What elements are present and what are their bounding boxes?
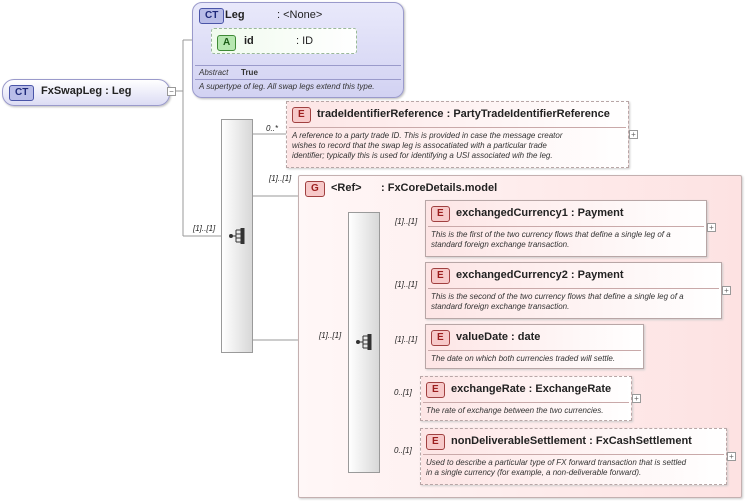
- base-type-type: : <None>: [277, 9, 323, 21]
- element-doc: The rate of exchange between the two cur…: [426, 406, 627, 416]
- cardinality: [1]..[1]: [395, 280, 418, 289]
- sequence-compositor[interactable]: [221, 119, 253, 353]
- element-name: valueDate : date: [456, 331, 541, 343]
- element-exchange-rate[interactable]: E exchangeRate : ExchangeRate The rate o…: [420, 376, 632, 421]
- doc-line: standard foreign exchange transaction.: [431, 240, 570, 249]
- base-type-doc: A supertype of leg. All swap legs extend…: [199, 82, 375, 91]
- element-doc: A reference to a party trade ID. This is…: [292, 131, 624, 161]
- group-badge: G: [305, 181, 325, 197]
- doc-line: This is the second of the two currency f…: [431, 292, 684, 301]
- element-trade-identifier-reference[interactable]: E tradeIdentifierReference : PartyTradeI…: [286, 101, 629, 168]
- cardinality: 0..[1]: [394, 446, 412, 455]
- expand-toggle[interactable]: +: [722, 286, 731, 295]
- element-exchanged-currency-2[interactable]: E exchangedCurrency2 : Payment This is t…: [425, 262, 722, 319]
- cardinality: 0..*: [266, 124, 279, 133]
- element-badge: E: [426, 434, 445, 450]
- doc-line: wishes to record that the swap leg is as…: [292, 141, 547, 150]
- group-model: : FxCoreDetails.model: [381, 182, 498, 194]
- divider: [195, 79, 401, 80]
- doc-line: identifier; typically this is used for i…: [292, 151, 553, 160]
- cardinality: [1]..[1]: [269, 174, 292, 183]
- doc-line: A reference to a party trade ID. This is…: [292, 131, 563, 140]
- base-type-name: Leg: [225, 9, 245, 21]
- doc-line: The rate of exchange between the two cur…: [426, 406, 604, 415]
- element-non-deliverable-settlement[interactable]: E nonDeliverableSettlement : FxCashSettl…: [420, 428, 727, 485]
- expand-toggle[interactable]: +: [727, 452, 736, 461]
- cardinality: [1]..[1]: [395, 335, 418, 344]
- expand-toggle[interactable]: +: [629, 130, 638, 139]
- abstract-value: True: [241, 68, 258, 77]
- element-doc: This is the first of the two currency fl…: [431, 230, 702, 250]
- divider: [195, 65, 401, 66]
- element-name: exchangedCurrency1 : Payment: [456, 207, 624, 219]
- doc-line: Used to describe a particular type of FX…: [426, 458, 687, 467]
- element-name: exchangedCurrency2 : Payment: [456, 269, 624, 281]
- attribute-id[interactable]: A id : ID: [211, 28, 357, 54]
- sequence-compositor[interactable]: [348, 212, 380, 473]
- divider: [289, 127, 626, 128]
- expand-toggle[interactable]: +: [707, 223, 716, 232]
- divider: [428, 226, 704, 227]
- divider: [428, 288, 719, 289]
- element-badge: E: [431, 206, 450, 222]
- element-badge: E: [426, 382, 445, 398]
- element-name: nonDeliverableSettlement : FxCashSettlem…: [451, 435, 692, 447]
- collapse-toggle[interactable]: −: [167, 87, 176, 96]
- complex-type-badge: CT: [199, 8, 225, 24]
- element-name: exchangeRate : ExchangeRate: [451, 383, 612, 395]
- element-doc: This is the second of the two currency f…: [431, 292, 717, 312]
- cardinality: [1]..[1]: [193, 224, 216, 233]
- doc-line: in a single currency (for example, a non…: [426, 468, 642, 477]
- cardinality: 0..[1]: [394, 388, 412, 397]
- doc-line: standard foreign exchange transaction.: [431, 302, 570, 311]
- element-name: tradeIdentifierReference : PartyTradeIde…: [317, 108, 610, 120]
- sequence-icon: [356, 334, 372, 350]
- expand-toggle[interactable]: +: [632, 394, 641, 403]
- cardinality: [1]..[1]: [319, 331, 342, 340]
- element-badge: E: [292, 107, 311, 123]
- sequence-icon: [229, 228, 245, 244]
- attribute-badge: A: [217, 35, 237, 51]
- group-ref: <Ref>: [331, 182, 362, 194]
- base-type-leg[interactable]: CT Leg : <None> A id : ID Abstract True …: [192, 2, 404, 98]
- divider: [423, 454, 724, 455]
- doc-line: The date on which both currencies traded…: [431, 354, 616, 363]
- cardinality: [1]..[1]: [395, 217, 418, 226]
- root-type-title: FxSwapLeg : Leg: [41, 85, 132, 97]
- root-complex-type[interactable]: CT FxSwapLeg : Leg: [2, 79, 170, 106]
- element-doc: The date on which both currencies traded…: [431, 354, 639, 364]
- element-badge: E: [431, 268, 450, 284]
- element-doc: Used to describe a particular type of FX…: [426, 458, 722, 478]
- element-badge: E: [431, 330, 450, 346]
- element-value-date[interactable]: E valueDate : date The date on which bot…: [425, 324, 644, 369]
- attribute-name: id: [244, 35, 254, 47]
- divider: [428, 350, 641, 351]
- abstract-label: Abstract: [199, 68, 229, 77]
- attribute-type: : ID: [296, 35, 314, 47]
- element-exchanged-currency-1[interactable]: E exchangedCurrency1 : Payment This is t…: [425, 200, 707, 257]
- complex-type-badge: CT: [9, 85, 35, 101]
- divider: [423, 402, 629, 403]
- doc-line: This is the first of the two currency fl…: [431, 230, 671, 239]
